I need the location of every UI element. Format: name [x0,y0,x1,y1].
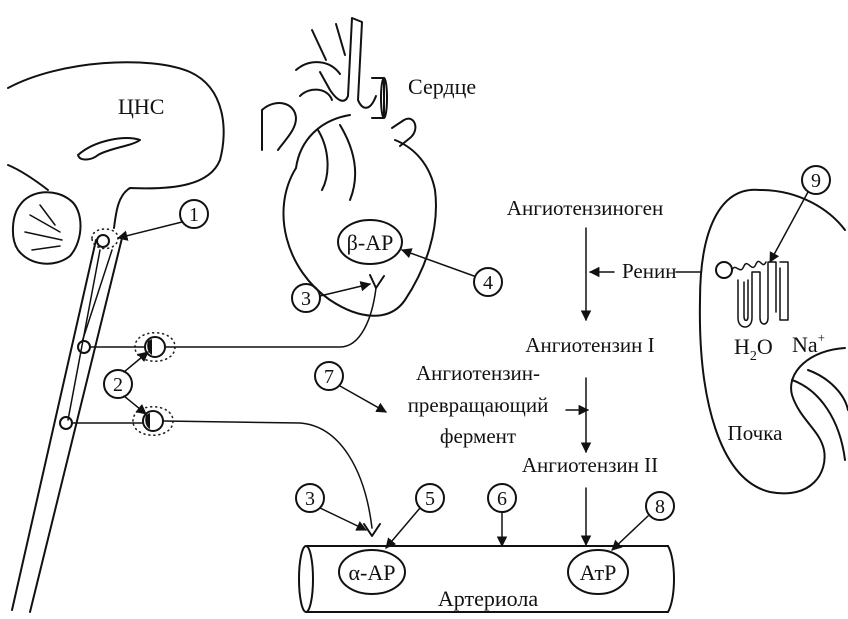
svg-text:2: 2 [113,374,123,396]
svg-text:8: 8 [655,496,665,518]
svg-text:4: 4 [483,272,493,294]
arteriole-label: Артериола [438,586,538,611]
svg-text:7: 7 [324,366,334,388]
renin-label: Ренин [622,259,676,283]
ace-label-line1: Ангиотензин- [416,361,540,385]
heart-nerve-ending [370,275,384,288]
cns-label: ЦНС [118,94,164,119]
angiotensin2-label: Ангиотензин II [522,453,658,477]
nephron [716,261,788,327]
angiotensinogen-label: Ангиотензиноген [507,196,663,220]
heart-drawing [262,18,436,316]
water-label: H2O [734,334,773,364]
marker-3-arteriole: 3 [296,484,366,530]
spinal-cord [12,229,122,612]
marker-5: 5 [386,484,444,548]
marker-8: 8 [612,492,674,550]
marker-3-heart: 3 [292,284,370,312]
marker-1: 1 [118,200,208,238]
brain-ventricle [78,138,140,159]
svg-text:5: 5 [425,488,435,510]
marker-6: 6 [488,484,516,546]
svg-text:3: 3 [305,488,315,510]
svg-text:6: 6 [497,488,507,510]
marker-4: 4 [402,250,502,296]
marker-9: 9 [770,166,830,262]
fiber-to-heart [166,288,376,347]
ace-label-line3: фермент [440,424,516,448]
kidney-drawing [700,190,848,494]
svg-text:9: 9 [811,170,821,192]
marker-2: 2 [104,352,148,414]
cerebellum [13,192,81,264]
angiotensin1-label: Ангиотензин I [525,333,654,357]
alpha-receptor-label: α-АР [349,560,396,585]
fiber-to-arteriole [164,421,372,528]
angiotensin-receptor-label: АтР [580,560,617,585]
kidney-label: Почка [728,421,784,445]
marker-7: 7 [315,362,386,412]
ace-label-line2: превращающий [408,393,549,417]
svg-text:3: 3 [301,288,311,310]
heart-label: Сердце [408,74,476,99]
svg-text:1: 1 [189,204,199,226]
beta-receptor-label: β-АР [347,230,394,255]
